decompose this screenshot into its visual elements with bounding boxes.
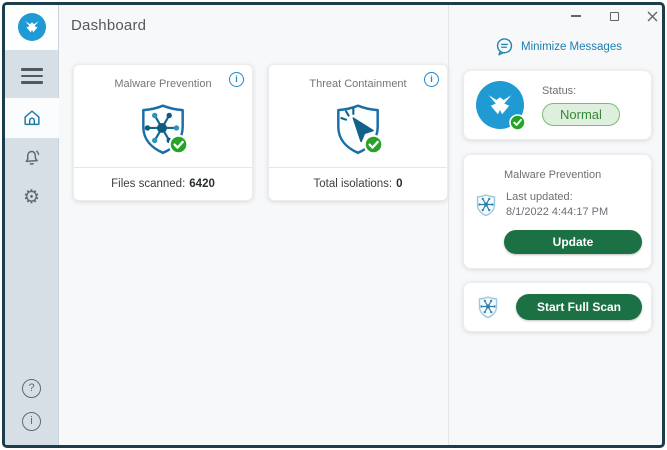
info-icon: i xyxy=(22,412,41,431)
scan-card: Start Full Scan xyxy=(463,281,652,332)
shield-malware-small-icon xyxy=(476,194,496,217)
menu-icon[interactable] xyxy=(20,64,43,88)
close-window-button[interactable] xyxy=(646,10,658,22)
threat-containment-card: Threat Containment i xyxy=(268,64,448,201)
sidebar: ⚙ ? i xyxy=(5,5,59,445)
update-card: Malware Prevention Last updated: xyxy=(463,154,652,269)
minimize-icon xyxy=(571,15,581,17)
sidebar-logo-area xyxy=(5,5,58,50)
stat-value: 6420 xyxy=(189,178,215,190)
shield-cursor-icon xyxy=(337,104,384,155)
stat-label: Total isolations: xyxy=(313,178,393,190)
main-area: Dashboard Malware Prevention i xyxy=(59,5,448,445)
update-card-title: Malware Prevention xyxy=(504,169,602,181)
minimize-window-button[interactable] xyxy=(570,10,582,22)
status-avatar xyxy=(476,81,526,131)
message-bubble-icon xyxy=(496,38,513,56)
last-updated-label: Last updated: xyxy=(506,191,573,203)
update-card-info: Last updated: 8/1/2022 4:44:17 PM xyxy=(472,190,642,220)
home-icon xyxy=(23,110,40,125)
malware-prevention-card: Malware Prevention i xyxy=(73,64,253,201)
close-icon xyxy=(647,11,657,21)
status-badge: Normal xyxy=(542,102,620,126)
card-title: Malware Prevention xyxy=(114,78,212,90)
sidebar-item-settings[interactable]: ⚙ xyxy=(5,178,59,218)
about-button[interactable]: i xyxy=(22,412,41,431)
last-updated-text: Last updated: 8/1/2022 4:44:17 PM xyxy=(506,190,608,220)
info-circle-icon[interactable]: i xyxy=(229,72,244,87)
status-card: Status: Normal xyxy=(463,70,652,140)
page-title: Dashboard xyxy=(71,17,147,34)
shield-malware-icon xyxy=(142,104,189,155)
window-controls xyxy=(570,10,658,22)
bell-icon xyxy=(25,150,39,165)
last-updated-value: 8/1/2022 4:44:17 PM xyxy=(506,205,609,218)
cards-row: Malware Prevention i xyxy=(73,64,448,201)
status-label: Status: xyxy=(542,84,577,97)
card-icon-area xyxy=(269,91,447,167)
maximize-icon xyxy=(609,11,619,21)
maximize-window-button[interactable] xyxy=(608,10,620,22)
help-button[interactable]: ? xyxy=(22,379,41,398)
card-title: Threat Containment xyxy=(309,78,407,90)
sidebar-item-alerts[interactable] xyxy=(5,138,59,178)
minimize-messages-label: Minimize Messages xyxy=(521,40,622,53)
status-info: Status: Normal xyxy=(542,85,620,126)
sidebar-item-dashboard[interactable] xyxy=(5,97,59,138)
help-icon: ? xyxy=(22,379,41,398)
stat-label: Files scanned: xyxy=(111,178,186,190)
card-stat: Files scanned: 6420 xyxy=(74,167,252,200)
card-header: Malware Prevention i xyxy=(74,65,252,91)
messages-panel: Minimize Messages Status: Normal xyxy=(448,5,662,445)
card-icon-area xyxy=(74,91,252,167)
check-badge-icon xyxy=(509,114,526,131)
stat-value: 0 xyxy=(396,178,403,190)
gear-icon: ⚙ xyxy=(22,186,41,209)
start-full-scan-button[interactable]: Start Full Scan xyxy=(516,293,642,320)
wolf-logo-icon xyxy=(17,13,46,41)
update-button[interactable]: Update xyxy=(504,229,642,254)
minimize-messages-button[interactable]: Minimize Messages xyxy=(449,37,662,56)
info-circle-icon[interactable]: i xyxy=(424,72,439,87)
shield-malware-small-icon xyxy=(478,295,498,318)
card-stat: Total isolations: 0 xyxy=(269,167,447,200)
card-header: Threat Containment i xyxy=(269,65,447,91)
